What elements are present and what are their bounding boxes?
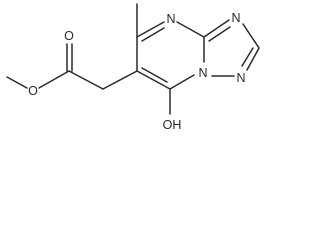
bond-c7-c6-inner — [141, 67, 168, 83]
bond-c3a-n3-inner — [208, 26, 231, 42]
bond-c2-n1 — [246, 47, 260, 71]
bond-ch2-c6 — [102, 70, 138, 90]
bond-c2-n1-inner — [241, 47, 254, 67]
bond-n3-c2 — [242, 23, 260, 49]
bond-n4-c3a — [176, 21, 205, 38]
atom-labels: O O N N N N OH — [28, 11, 245, 132]
bond-c5-n4-inner — [141, 27, 165, 42]
atom-bridge-n: N — [198, 66, 207, 80]
bond-methyl-ester-o — [6, 76, 28, 89]
atom-hydroxyl: OH — [163, 118, 182, 132]
bond-ester-o-carbonyl-c — [38, 70, 70, 89]
bond-c7-c6 — [136, 70, 171, 90]
triazole-ring — [203, 19, 260, 77]
pyrimidine-ring — [136, 3, 205, 115]
bond-carbonyl-c-ch2 — [68, 70, 104, 90]
bond-c5-n4 — [136, 21, 165, 38]
ester-group — [6, 43, 138, 90]
bond-c3a-n3 — [203, 19, 230, 38]
atom-triazole-n3: N — [231, 11, 240, 25]
atom-pyrimidine-n: N — [166, 12, 175, 26]
bond-n8-c7 — [169, 74, 195, 90]
atom-ester-o: O — [28, 84, 38, 98]
atom-triazole-n1: N — [236, 71, 245, 85]
atom-carbonyl-o: O — [64, 29, 74, 43]
chemical-structure: O O N N N N OH — [6, 3, 260, 132]
